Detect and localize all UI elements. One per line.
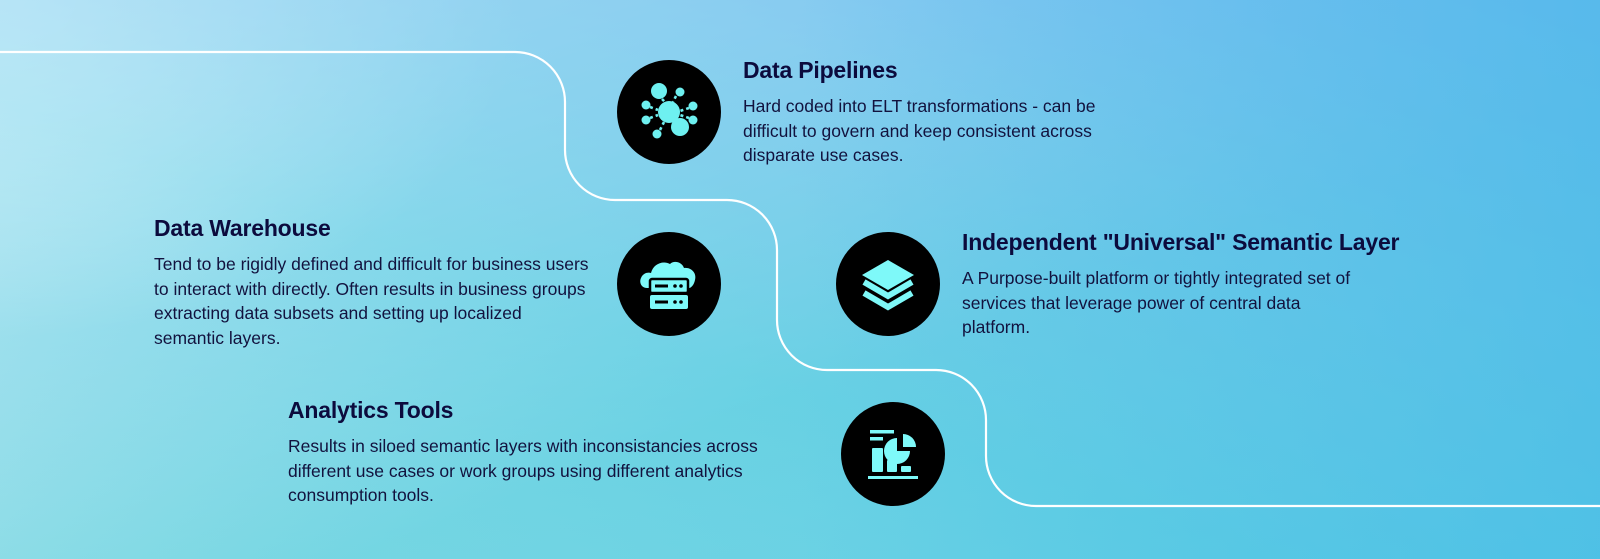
data-warehouse-icon-badge — [617, 232, 721, 336]
data-warehouse-title: Data Warehouse — [154, 215, 331, 241]
semantic-layer-title: Independent "Universal" Semantic Layer — [962, 229, 1400, 255]
semantic-layer-icon-badge — [836, 232, 940, 336]
data-pipelines-block: Data Pipelines Hard coded into ELT trans… — [743, 57, 1173, 168]
analytics-chart-icon — [868, 430, 918, 479]
cloud-server-icon — [640, 261, 696, 309]
semantic-layer-block: Independent "Universal" Semantic Layer A… — [962, 229, 1522, 340]
analytics-tools-title: Analytics Tools — [288, 397, 454, 423]
analytics-tools-description: Results in siloed semantic layers with i… — [288, 436, 758, 506]
data-pipelines-title: Data Pipelines — [743, 57, 898, 83]
analytics-tools-icon-badge — [841, 402, 945, 506]
layers-stack-icon — [862, 260, 914, 311]
data-warehouse-block: Data Warehouse Tend to be rigidly define… — [154, 215, 604, 350]
semantic-layer-description: A Purpose-built platform or tightly inte… — [962, 268, 1351, 338]
data-warehouse-description: Tend to be rigidly defined and difficult… — [154, 254, 589, 348]
analytics-tools-block: Analytics Tools Results in siloed semant… — [288, 397, 828, 508]
network-nodes-icon — [641, 83, 698, 139]
data-pipelines-icon-badge — [617, 60, 721, 164]
data-pipelines-description: Hard coded into ELT transformations - ca… — [743, 96, 1096, 166]
